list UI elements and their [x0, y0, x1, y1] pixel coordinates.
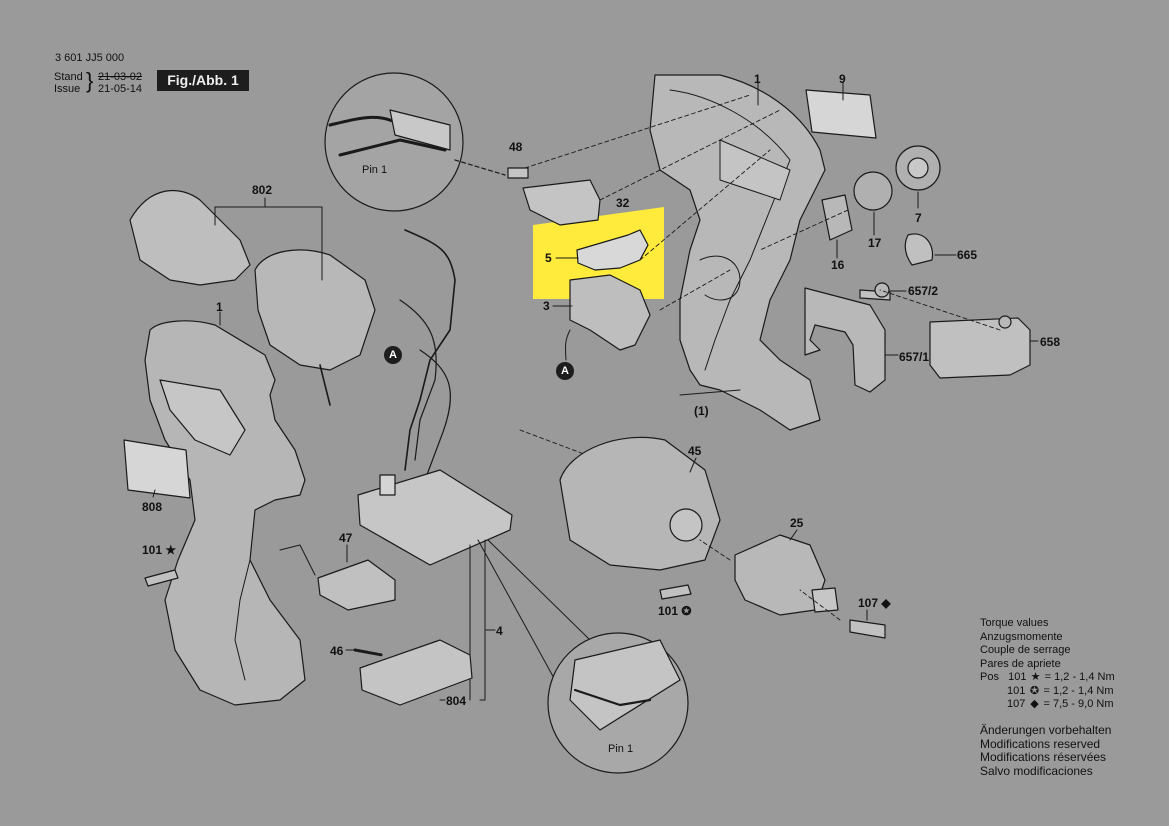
callout-1-top: 1 [754, 72, 761, 86]
callout-16: 16 [831, 258, 845, 272]
callout-107: 107 ◆ [858, 596, 891, 610]
callout-107-number: 107 [858, 596, 879, 610]
pos-label: Pos [980, 671, 999, 683]
torque-title-de: Anzugsmomente [980, 630, 1063, 643]
pin-label-top: Pin 1 [362, 164, 388, 176]
circled-star-icon: ✪ [681, 604, 692, 618]
armature-802 [129, 189, 251, 286]
part-665-shape [904, 233, 934, 266]
callout-32: 32 [616, 196, 630, 210]
callout-802: 802 [252, 183, 273, 197]
callout-804: 804 [446, 694, 467, 708]
document-number: 3 601 JJ5 000 [55, 52, 125, 64]
screw-101-circle [659, 584, 692, 600]
part-32-shape [522, 179, 601, 226]
callout-17: 17 [868, 236, 882, 250]
label-808 [123, 439, 191, 499]
torque-title-es: Pares de apriete [980, 657, 1061, 670]
modifications-en: Modifications reserved [980, 736, 1101, 751]
callout-9: 9 [839, 72, 846, 86]
part-48-shape [507, 167, 529, 179]
callout-101-circle-number: 101 [658, 604, 679, 618]
screw-101-star [144, 569, 179, 587]
callout-46: 46 [330, 644, 344, 658]
diamond-icon: ◆ [1030, 698, 1039, 710]
star-icon: ★ [165, 543, 177, 557]
callout-657-1: 657/1 [899, 350, 930, 364]
electronics-board [357, 469, 513, 566]
part-16-shape [821, 194, 853, 241]
torque-row-1-value: = 1,2 - 1,4 Nm [1044, 671, 1115, 683]
torque-row-3-pos: 107 [1007, 698, 1026, 710]
chuck-25 [734, 534, 826, 616]
torque-row-3: 107 ◆ = 7,5 - 9,0 Nm [980, 698, 1115, 712]
torque-title-fr: Couple de serrage [980, 644, 1071, 656]
bracket-glyph: } [86, 68, 94, 93]
housing-left [144, 320, 306, 706]
marker-a-left: A [384, 346, 402, 364]
marker-a-right: A [556, 362, 574, 380]
torque-row-1-pos: 101 [1008, 671, 1027, 683]
callout-665: 665 [957, 248, 978, 262]
callout-1-paren: (1) [694, 404, 709, 418]
callout-5: 5 [545, 251, 552, 265]
modifications-block: Änderungen vorbehalten Modifications res… [980, 723, 1112, 778]
callout-3: 3 [543, 299, 550, 313]
callout-25: 25 [790, 516, 804, 530]
torque-title-en: Torque values [980, 617, 1049, 629]
callout-7: 7 [915, 211, 922, 225]
modifications-fr: Modifications réservées [980, 750, 1107, 764]
part-3-shape [569, 274, 651, 351]
callout-48: 48 [509, 140, 523, 154]
torque-row-3-value: = 7,5 - 9,0 Nm [1043, 698, 1114, 710]
issue-date: 21-05-14 [98, 83, 143, 95]
torque-row-2-value: = 1,2 - 1,4 Nm [1043, 684, 1114, 697]
pin-label-bottom: Pin 1 [608, 743, 634, 755]
torque-values-block: Torque values Anzugsmomente Couple de se… [980, 617, 1115, 712]
part-47-shape [317, 559, 396, 611]
callout-47: 47 [339, 531, 353, 545]
stand-date: 21-03-02 [98, 71, 143, 83]
star-icon: ★ [1030, 671, 1041, 683]
callout-101-circle: 101 ✪ [658, 604, 691, 618]
screw-107 [849, 619, 886, 639]
torque-row-1: Pos 101 ★ = 1,2 - 1,4 Nm [980, 671, 1115, 685]
callout-658: 658 [1040, 335, 1061, 349]
part-17-shape [853, 171, 893, 211]
figure-badge: Fig./Abb. 1 [157, 70, 249, 91]
torque-row-2: 101 ✪ = 1,2 - 1,4 Nm [980, 685, 1115, 699]
callout-1-left: 1 [216, 300, 223, 314]
label-plate-9 [805, 89, 877, 139]
modifications-de: Änderungen vorbehalten [980, 723, 1112, 737]
housing-right [649, 74, 826, 431]
torque-row-2-pos: 101 [1007, 684, 1026, 697]
plate-part-804 [359, 639, 473, 706]
modifications-es: Salvo modificaciones [980, 763, 1093, 778]
callout-101-star-number: 101 [142, 543, 163, 557]
issue-label: Issue [54, 83, 81, 95]
stand-label: Stand [54, 71, 83, 83]
callout-45: 45 [688, 444, 702, 458]
diamond-icon: ◆ [881, 596, 891, 610]
circled-star-icon: ✪ [1029, 684, 1040, 697]
callout-4: 4 [496, 624, 503, 638]
part-658-shape [929, 317, 1031, 379]
stator-shape [254, 249, 376, 371]
callout-101-star: 101 ★ [142, 543, 176, 557]
belt-clip-657-1 [804, 287, 886, 393]
callout-808: 808 [142, 500, 163, 514]
callout-657-2: 657/2 [908, 284, 939, 298]
